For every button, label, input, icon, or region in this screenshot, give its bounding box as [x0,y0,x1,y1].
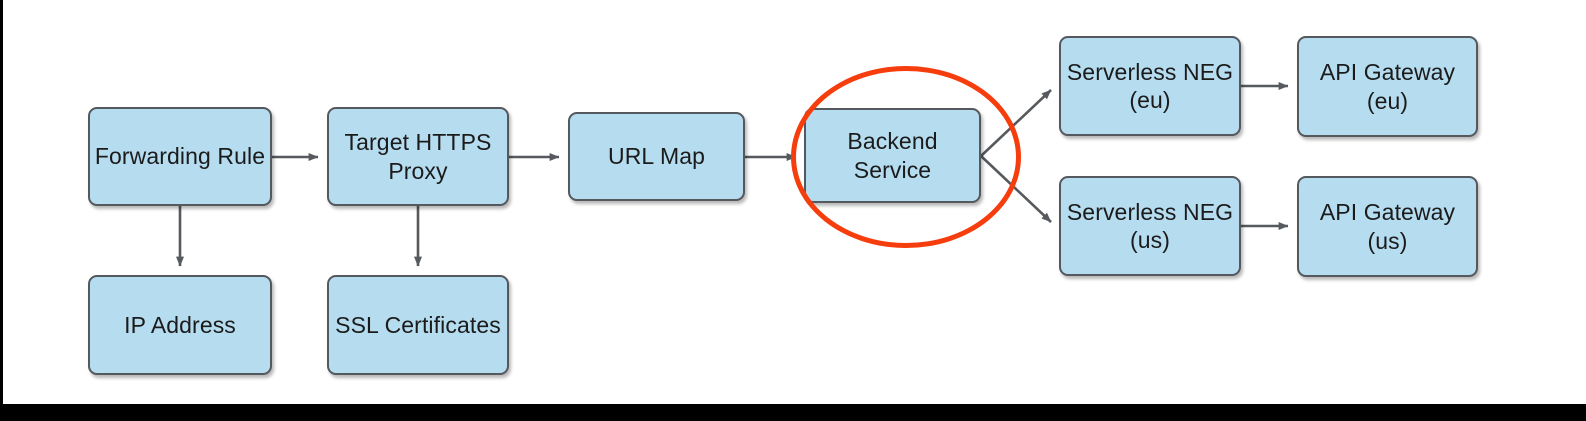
node-serverless-neg-us-label: Serverless NEG (us) [1066,198,1234,253]
canvas-bottom-edge-bar [0,404,1586,421]
node-target-https-proxy-label: Target HTTPS Proxy [344,129,492,184]
node-ip-address-label: IP Address [124,311,236,338]
connector-backend-service-to-serverless-neg-us [980,155,1052,223]
node-backend-service[interactable]: Backend Service [804,108,981,203]
node-url-map-label: URL Map [608,143,705,170]
node-serverless-neg-eu[interactable]: Serverless NEG (eu) [1059,36,1241,136]
node-target-https-proxy[interactable]: Target HTTPS Proxy [327,107,509,206]
canvas-left-edge-bar [0,0,3,421]
node-api-gateway-us-label: API Gateway (us) [1319,199,1456,254]
connector-backend-service-to-serverless-neg-eu [980,89,1052,157]
node-ssl-certificates-label: SSL Certificates [335,311,501,338]
node-api-gateway-eu[interactable]: API Gateway (eu) [1297,36,1478,137]
node-ip-address[interactable]: IP Address [88,275,272,375]
node-forwarding-rule[interactable]: Forwarding Rule [88,107,272,206]
node-serverless-neg-eu-label: Serverless NEG (eu) [1066,58,1234,113]
node-backend-service-label: Backend Service [847,128,938,183]
node-url-map[interactable]: URL Map [568,112,745,201]
node-api-gateway-eu-label: API Gateway (eu) [1319,59,1456,114]
node-forwarding-rule-label: Forwarding Rule [94,143,266,170]
node-serverless-neg-us[interactable]: Serverless NEG (us) [1059,176,1241,276]
node-ssl-certificates[interactable]: SSL Certificates [327,275,509,375]
node-api-gateway-us[interactable]: API Gateway (us) [1297,176,1478,277]
